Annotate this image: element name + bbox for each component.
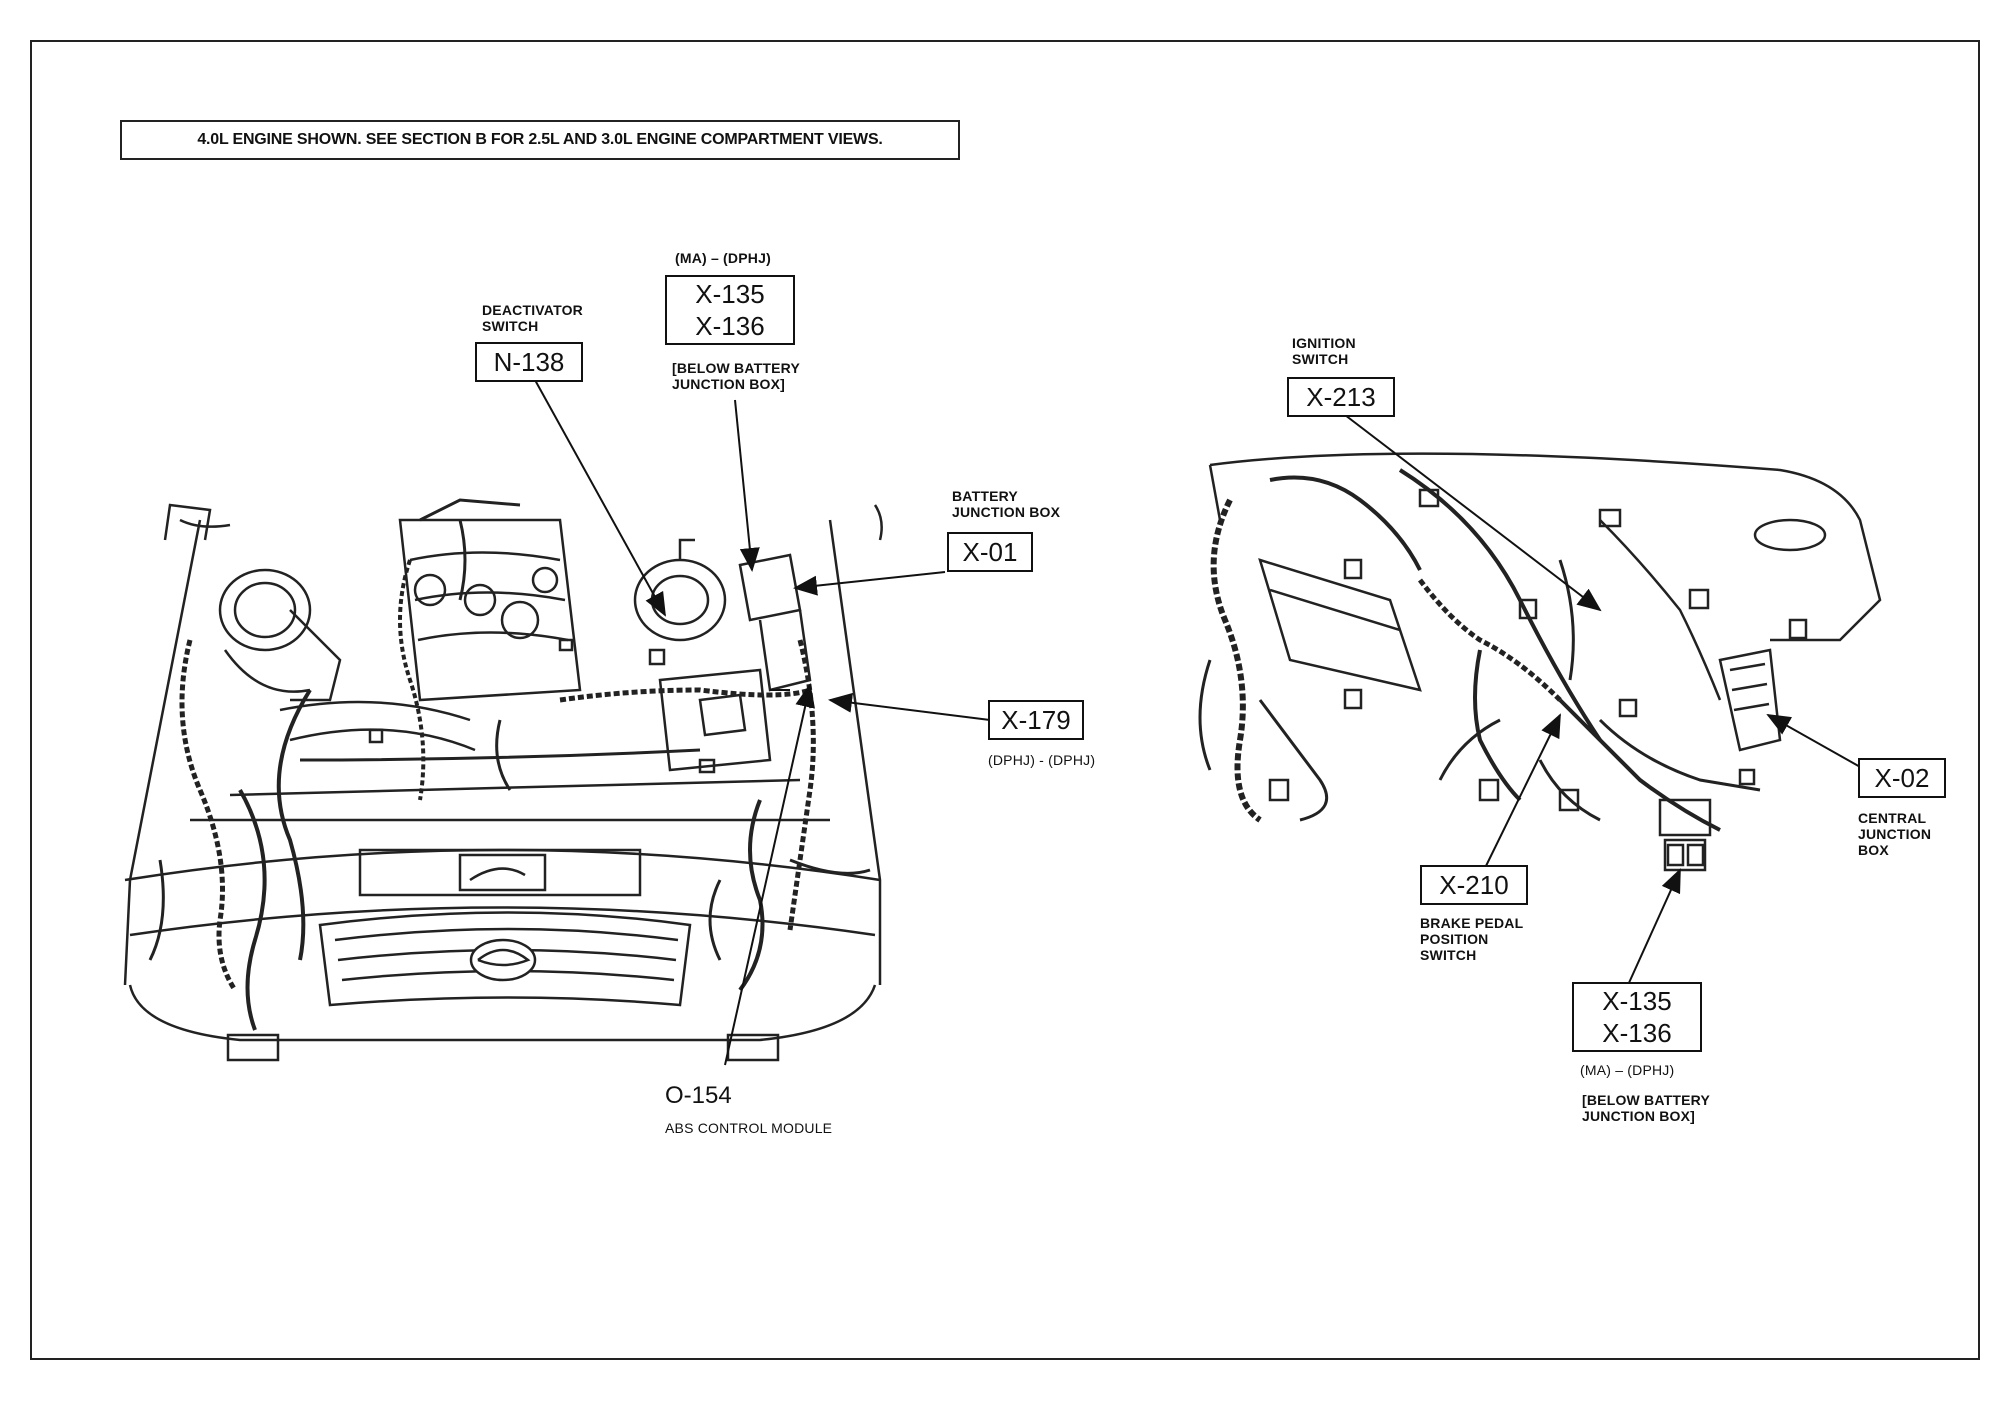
- connector-code: X-179: [1001, 705, 1071, 735]
- engine-note: 4.0L ENGINE SHOWN. SEE SECTION B FOR 2.5…: [120, 120, 960, 160]
- connector-x-02[interactable]: X-02: [1858, 758, 1946, 798]
- label-line: POSITION: [1420, 931, 1489, 947]
- connector-x-179[interactable]: X-179: [988, 700, 1084, 740]
- label-line: SWITCH: [1292, 351, 1349, 367]
- connector-code: X-213: [1306, 382, 1376, 412]
- connector-code: X-02: [1874, 763, 1930, 793]
- top-x135-qualifier: (MA) – (DPHJ): [675, 250, 771, 266]
- connector-code: X-135: [695, 279, 765, 309]
- label-line: BOX: [1858, 842, 1889, 858]
- label-line: IGNITION: [1292, 335, 1356, 351]
- connector-code: X-136: [695, 311, 765, 341]
- central-junction-box-label: CENTRAL JUNCTION BOX: [1858, 810, 1931, 858]
- abs-control-module-label: ABS CONTROL MODULE: [665, 1120, 833, 1136]
- label-line: JUNCTION BOX]: [1582, 1108, 1696, 1124]
- leader-lines: [534, 379, 1863, 1066]
- deactivator-switch-label: DEACTIVATOR SWITCH: [482, 302, 583, 334]
- connector-code: N-138: [493, 347, 565, 377]
- label-line: DEACTIVATOR: [482, 302, 583, 318]
- label-line: JUNCTION BOX: [952, 504, 1061, 520]
- label-line: SWITCH: [482, 318, 539, 334]
- connector-code: X-136: [1602, 1018, 1672, 1048]
- instrument-panel-illustration: [1198, 452, 1882, 872]
- connector-x-213[interactable]: X-213: [1287, 377, 1395, 417]
- top-x135-location: [BELOW BATTERY JUNCTION BOX]: [672, 360, 800, 392]
- connector-x-01[interactable]: X-01: [947, 532, 1033, 572]
- connector-code: X-135: [1602, 986, 1672, 1016]
- label-line: JUNCTION: [1858, 826, 1932, 842]
- x179-qualifier: (DPHJ) - (DPHJ): [988, 752, 1096, 768]
- battery-junction-box-label: BATTERY JUNCTION BOX: [952, 488, 1060, 520]
- label-line: SWITCH: [1420, 947, 1477, 963]
- bottom-x135-qualifier: (MA) – (DPHJ): [1580, 1062, 1675, 1078]
- label-line: BRAKE PEDAL: [1420, 915, 1524, 931]
- label-line: [BELOW BATTERY: [1582, 1092, 1711, 1108]
- label-line: BATTERY: [952, 488, 1018, 504]
- brake-pedal-switch-label: BRAKE PEDAL POSITION SWITCH: [1420, 915, 1523, 963]
- engine-compartment-illustration: [123, 498, 883, 1062]
- connector-n-138[interactable]: N-138: [475, 342, 583, 382]
- connector-x-210[interactable]: X-210: [1420, 865, 1528, 905]
- page-frame: [30, 40, 1980, 1360]
- label-line: JUNCTION BOX]: [672, 376, 786, 392]
- label-line: CENTRAL: [1858, 810, 1927, 826]
- ignition-switch-label: IGNITION SWITCH: [1292, 335, 1356, 367]
- connector-code: X-210: [1439, 870, 1509, 900]
- connector-o-154[interactable]: O-154: [665, 1082, 732, 1109]
- label-line: [BELOW BATTERY: [672, 360, 801, 376]
- bottom-x135-location: [BELOW BATTERY JUNCTION BOX]: [1582, 1092, 1710, 1124]
- connector-code: X-01: [962, 537, 1018, 567]
- connector-x-135-x-136-top[interactable]: X-135 X-136: [665, 275, 795, 345]
- connector-x-135-x-136-bottom[interactable]: X-135 X-136: [1572, 982, 1702, 1052]
